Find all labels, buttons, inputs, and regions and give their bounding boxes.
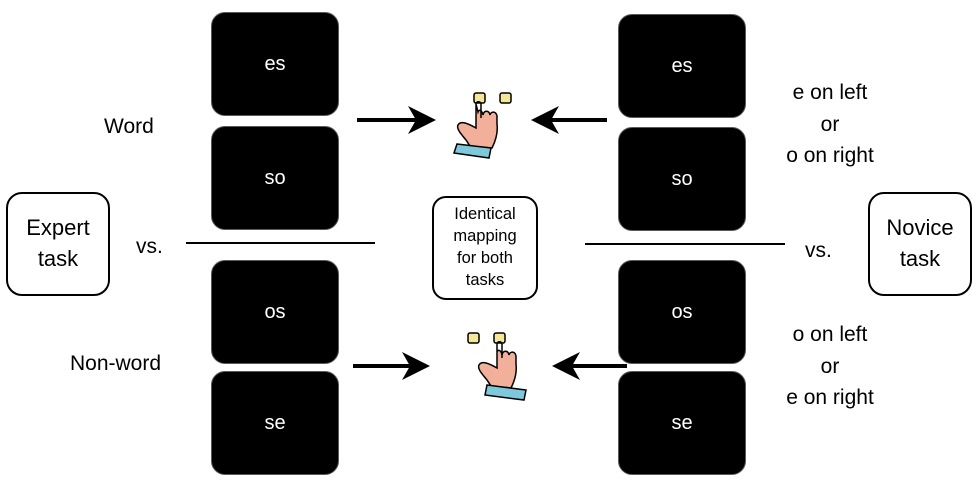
response-key-left bbox=[467, 332, 480, 344]
novice-rule-word: e on left or o on right bbox=[768, 80, 892, 169]
vs-right-label: vs. bbox=[805, 239, 832, 262]
stimulus-screen-right-se: se bbox=[618, 371, 746, 475]
rule-word-line3: o on right bbox=[786, 144, 874, 168]
rule-nonword-line1: o on left bbox=[792, 323, 868, 346]
stimulus-screen-left-os: os bbox=[211, 260, 339, 364]
rule-word-line1: e on left bbox=[792, 81, 868, 104]
rule-word-line2: or bbox=[820, 112, 840, 136]
response-key-right bbox=[499, 92, 512, 104]
novice-task-line2: task bbox=[899, 246, 941, 271]
nonword-label: Non-word bbox=[70, 352, 162, 375]
stimulus-text: se bbox=[671, 411, 693, 434]
expert-task-box: Expert task bbox=[6, 192, 110, 296]
stimulus-text: so bbox=[264, 166, 286, 189]
mapping-line2: mapping bbox=[453, 227, 517, 246]
expert-task-line1: Expert bbox=[26, 215, 90, 241]
pointing-hand-icon bbox=[467, 332, 527, 401]
rule-nonword-line2: or bbox=[820, 354, 840, 378]
stimulus-screen-left-so: so bbox=[211, 126, 339, 230]
stimulus-text: es bbox=[671, 54, 693, 77]
response-key-right bbox=[493, 332, 506, 344]
word-label: Word bbox=[104, 115, 154, 138]
identical-mapping-box: Identical mapping for both tasks bbox=[432, 196, 538, 300]
stimulus-screen-right-os: os bbox=[618, 260, 746, 364]
stimulus-text: os bbox=[671, 300, 693, 323]
stimulus-screen-left-se: se bbox=[211, 371, 339, 475]
stimulus-text: es bbox=[264, 52, 286, 75]
stimulus-text: os bbox=[264, 300, 286, 323]
divider-left bbox=[186, 242, 375, 244]
novice-task-line1: Novice bbox=[886, 215, 954, 241]
expert-task-line2: task bbox=[37, 246, 79, 271]
stimulus-text: so bbox=[671, 167, 693, 190]
mapping-line1: Identical bbox=[454, 205, 516, 224]
stimulus-text: se bbox=[264, 411, 286, 434]
response-key-left bbox=[473, 92, 486, 104]
novice-rule-nonword: o on left or e on right bbox=[768, 322, 892, 411]
mapping-line4: tasks bbox=[465, 270, 505, 289]
divider-right bbox=[585, 243, 785, 245]
pointing-hand-icon bbox=[453, 92, 512, 159]
stimulus-screen-right-es: es bbox=[618, 14, 746, 118]
rule-nonword-line3: e on right bbox=[786, 386, 874, 410]
mapping-line3: for both bbox=[457, 249, 513, 267]
novice-task-box: Novice task bbox=[868, 192, 972, 296]
stimulus-screen-right-so: so bbox=[618, 127, 746, 231]
stimulus-screen-left-es: es bbox=[211, 12, 339, 116]
vs-left-label: vs. bbox=[136, 235, 163, 258]
